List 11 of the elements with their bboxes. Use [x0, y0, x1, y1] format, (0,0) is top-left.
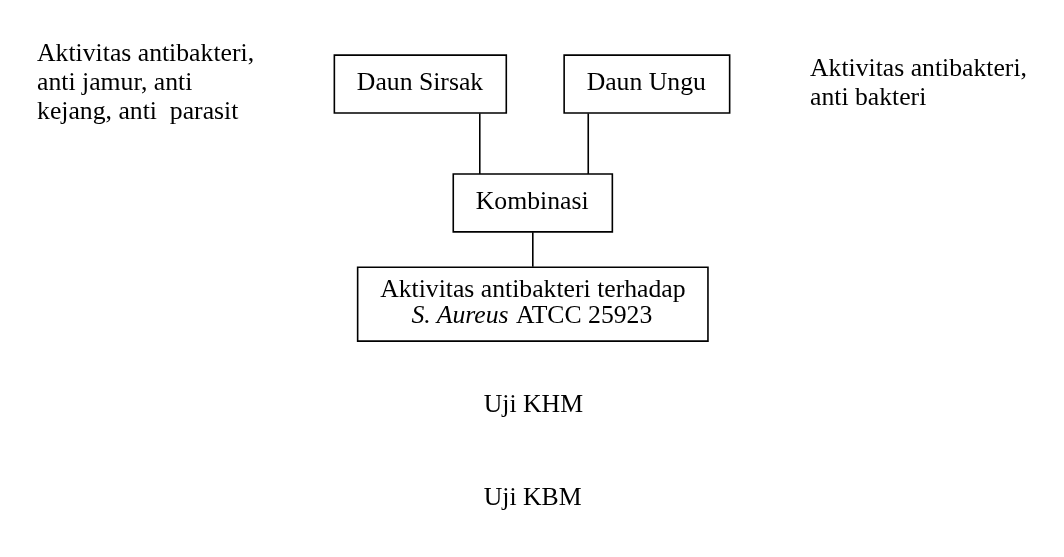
node-box: Aktivitas antibakteri terhadap S. Aureus ATCC 25923 — [356, 266, 709, 342]
node-box: Daun Ungu — [563, 54, 731, 114]
connector — [587, 112, 590, 175]
connector — [478, 112, 481, 175]
connector — [532, 231, 534, 268]
node-label: Uji KHM — [483, 388, 584, 418]
node-label: Aktivitas antibakteri, anti jamur, anti kejang, anti parasit — [37, 38, 255, 126]
node-label: Aktivitas antibakteri, anti bakteri — [810, 52, 1027, 111]
node-label: Uji KBM — [483, 481, 582, 511]
node-box: Kombinasi — [452, 173, 614, 233]
node-box: Daun Sirsak — [333, 54, 508, 114]
